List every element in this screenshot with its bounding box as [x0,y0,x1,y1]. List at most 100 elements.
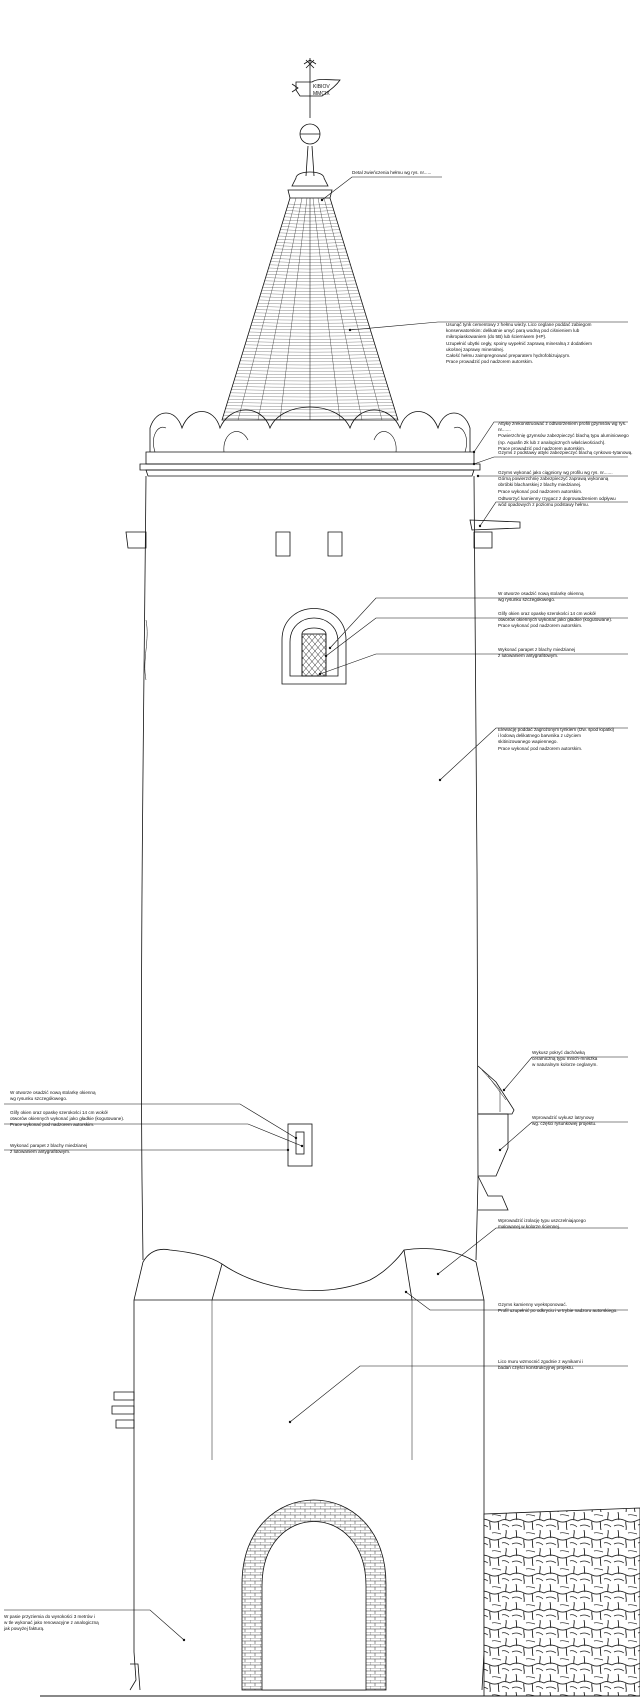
helm-course-line [251,322,369,324]
vane-arrow-tail [291,83,299,93]
upper-window-surround [281,608,347,685]
annotation-line: wód opadowych z poziomu podstawy hełmu. [498,502,589,508]
gate-corbels [111,1391,135,1429]
helm-course-line [235,376,385,378]
gate-pilasters [211,1300,413,1460]
helm-course-line [275,245,345,247]
annotation-line: malowanej w kolorze ściennej. [498,1224,561,1230]
vane-star-icon [303,59,317,69]
annotation-line: konserwatorskim: delikatnie umyć parą wo… [446,328,580,334]
helm-course-line [266,274,354,276]
annotation-cornice-main: Gzyms wykonać jako ciągniony wg profilu … [498,470,636,495]
annotation-line: Lico muru wzmocnić zgodnie z wynikami i [498,1359,584,1364]
annotation-line: Elewację poddać zagrożonym tynkiem (tzw.… [498,727,615,732]
helm-course-line [253,315,367,318]
annotation-line: Prace wykonać pod nadzorem autorskim. [10,1122,95,1128]
annotation-line: Profil uzupełnić po odkryciu i w trybie … [498,1308,618,1314]
helm-course-line [271,258,349,260]
annotation-line: Gzyms kamienny wyeksponować. [498,1302,567,1307]
helm-course-line [263,283,357,286]
annotation-line: Prace wykonać pod nadzorem autorskim. [498,745,583,751]
helm-course-line [230,392,390,394]
annotation-line: W otworze osadzić nową stolarkę okienną [10,1090,96,1095]
leader-window-lower-glass [4,1123,303,1147]
helm-course-line [282,223,338,225]
annotation-line: Prace wykonać pod nadzorem autorskim. [498,488,583,494]
annotation-line: W otworze osadzić nową stolarkę okienną [498,591,584,596]
helm-course-line [247,335,373,337]
helm-course-line [278,235,342,238]
annotation-window-upper-glass: Glify okien oraz opaskę szerokości 14 cm… [498,611,636,630]
helm-course-line [243,351,377,353]
spire-collar [287,189,333,199]
helm-course-line [288,203,332,206]
annotation-line: Prace wykonać pod nadzorem autorskim. [498,623,583,629]
helm-course-line [277,239,343,241]
wall-slits [275,531,343,557]
annotation-line: Attykę zrekonstruować z odtworzeniem pro… [498,421,627,433]
helm-course-line [269,264,351,266]
helm-course-line [285,213,335,215]
helm-course-line [252,319,368,321]
annotation-line: Gzyms wykonać jako ciągniony wg profilu … [498,470,613,475]
helm-course-line [259,296,361,298]
leader-window-upper-opening [329,597,628,649]
helm-course-line [224,411,396,414]
helm-course-line [281,226,339,228]
helm-course-line [234,379,386,382]
annotation-line: wg. części rysunkowej projektu. [532,1121,597,1127]
annotation-stepped-cornice: Gzyms kamienny wyeksponować.Profil uzupe… [498,1302,636,1314]
leader-stepped-cornice [405,1291,628,1311]
helm-course-line [254,312,366,314]
helm-course-line [273,251,347,254]
annotation-cornice-top: Gzyms z podstawy attyki zabezpieczyć bla… [498,450,636,456]
annotation-line: w naturalnym kolorze ceglanym. [532,1062,598,1068]
leader-window-upper-bars [319,653,628,675]
lower-window [287,1123,313,1167]
annotation-line: Wprowadzić izolację typu uszczelniająceg… [498,1218,586,1223]
upper-window-frame [301,627,327,677]
helm-course-line [233,383,387,385]
helm-course-line [286,210,334,212]
helm-course-line [284,216,336,218]
helm-course-line [231,389,389,391]
oriel-corbel [477,1175,509,1211]
vane-inscription-line1: KIBIOV [313,84,330,90]
helm-course-line [262,287,358,289]
annotation-line: Detal zwieńczenia hełmu wg rys. nr...... [352,170,432,175]
annotation-line: Wprowadzić wykusz latrynowy [532,1115,595,1120]
gate-block [111,1299,485,1691]
oriel-body [478,1113,509,1177]
helm-course-line [276,242,344,244]
helm-course-line [236,373,384,375]
annotation-line: ceramiczną typu mnich-mniszka [532,1056,598,1062]
attic-base [145,451,475,465]
upper-window [281,608,347,685]
annotation-line: z lutowaniem antygrafitowym. [498,653,559,659]
annotation-plinth: W pasie przyziemia do wysokości 3 metrów… [4,1614,154,1633]
annotation-line: Glify okien oraz opaskę szerokości 14 cm… [498,611,596,616]
annotation-line: (np. Aquafin 2k lub z analogicznych właś… [498,439,606,445]
helm-course-line [270,261,350,263]
annotation-line: Górną powierzchnię zabezpieczyć zaprawą … [498,476,609,482]
stepped-splays [211,1249,413,1301]
helm-ribs [237,197,383,421]
helm-course-line [280,229,340,231]
helm-course-line [267,271,353,273]
annotation-stepped-wall: Wprowadzić izolację typu uszczelniająceg… [498,1218,636,1230]
helm-course-line [222,418,398,420]
helm-course-line [226,405,394,407]
helm-course-line [268,267,352,270]
annotation-line: otworów okiennych wykonać jako gładkie (… [10,1116,125,1122]
upper-window-reveal [289,617,339,677]
helm-courses [222,203,398,420]
helm-course-line [240,360,380,362]
